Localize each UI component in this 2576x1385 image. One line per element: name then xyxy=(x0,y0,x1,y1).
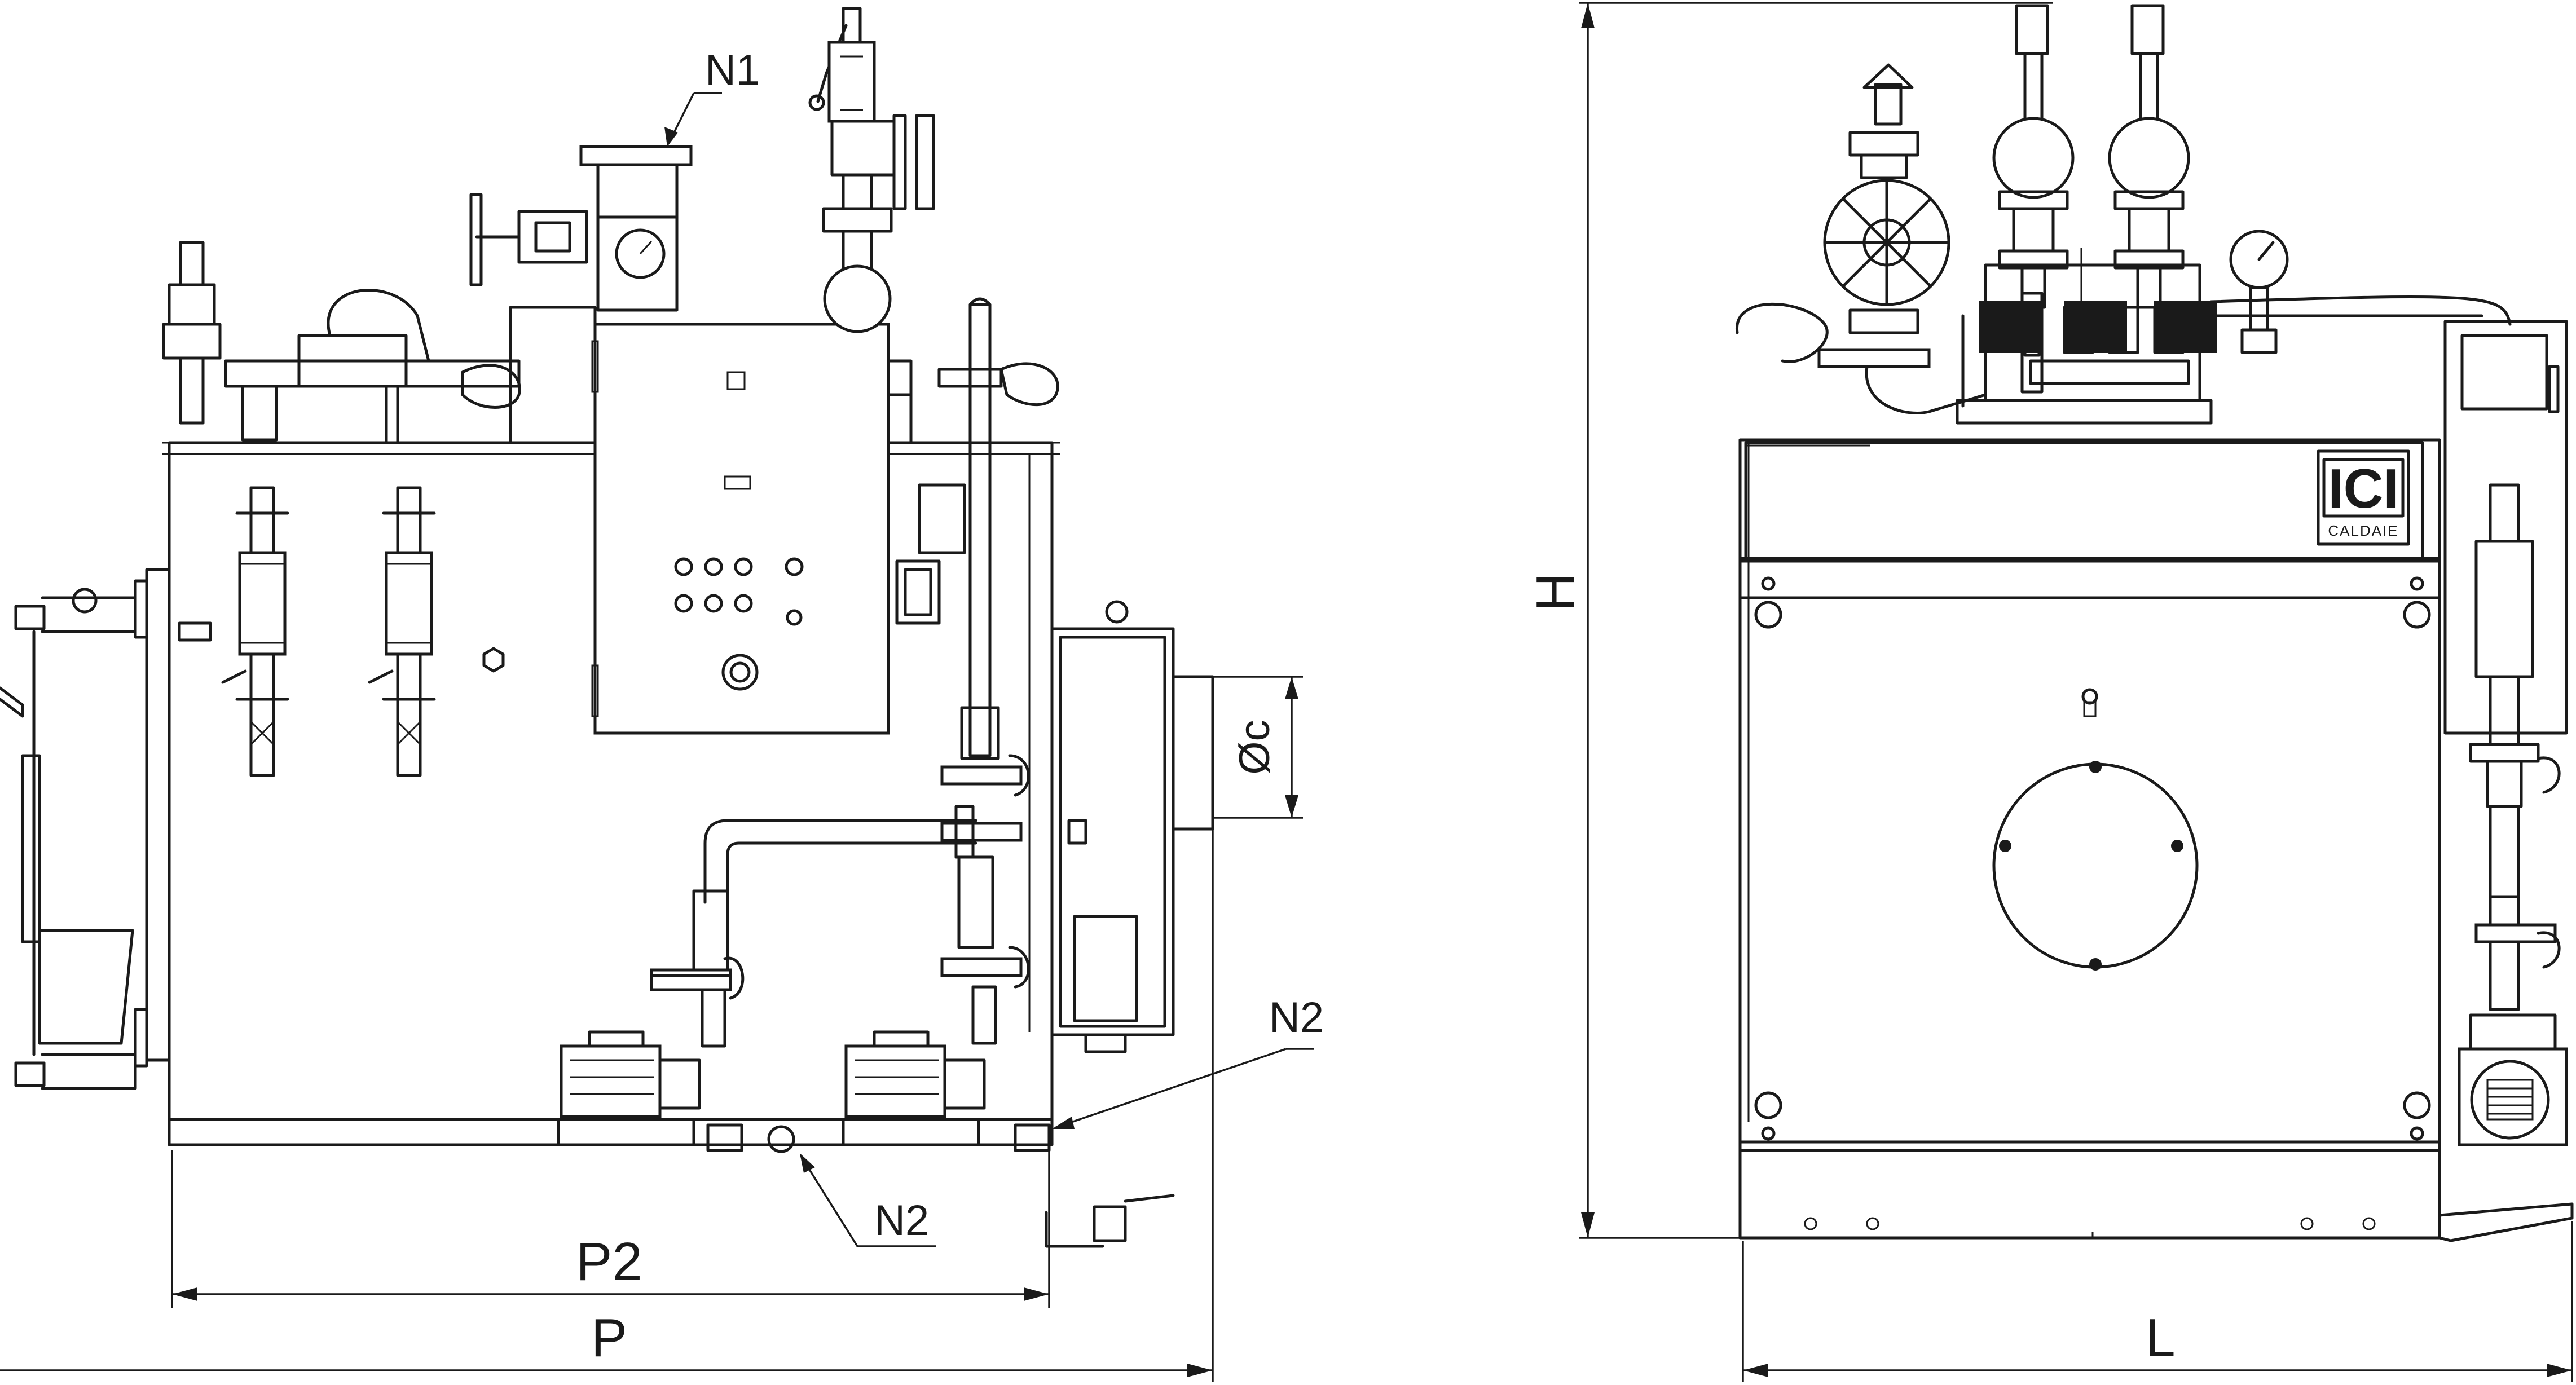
safety-valve-left xyxy=(1992,4,2075,309)
l-label: L xyxy=(2145,1308,2175,1368)
pump-left xyxy=(557,1030,701,1146)
main-steam-valve xyxy=(1736,63,1987,414)
filter-right xyxy=(368,486,436,777)
pump-right xyxy=(842,1030,986,1146)
ici-caldaie-logo: ICI CALDAIE xyxy=(2317,449,2410,546)
safety-valve xyxy=(808,7,935,333)
burner-assembly xyxy=(0,568,171,1090)
pressure-gauge xyxy=(2229,230,2289,354)
chimney-box xyxy=(1050,600,1214,1053)
n1-label: N1 xyxy=(705,46,760,94)
front-pump xyxy=(2458,1013,2568,1146)
n2-right-label: N2 xyxy=(1269,994,1324,1042)
h-label: H xyxy=(1525,572,1586,611)
crossover-pipe xyxy=(703,805,977,904)
level-column xyxy=(2443,320,2568,1011)
manhole-door xyxy=(1992,761,2199,971)
n2-bottom-label: N2 xyxy=(874,1197,929,1245)
control-cabinet xyxy=(591,323,890,735)
front-view: ICI CALDAIE xyxy=(1525,2,2574,1382)
pump-valve-group-left xyxy=(650,889,745,1048)
diameter-c-label: Øc xyxy=(1231,720,1279,774)
logo-text: ICI xyxy=(2328,457,2398,519)
logo-subtitle: CALDAIE xyxy=(2328,522,2398,539)
steam-outlet-n1 xyxy=(469,145,693,312)
filter-left xyxy=(221,486,289,777)
pump-valve-group-right xyxy=(940,855,1030,1045)
p2-label: P2 xyxy=(576,1232,642,1292)
safety-valve-right xyxy=(2108,4,2190,309)
base-plate xyxy=(168,1118,1054,1146)
riser-pipe xyxy=(937,297,1059,842)
side-view: Øc N1 N2 N2 P2 P xyxy=(0,7,1324,1382)
level-gauge-assembly xyxy=(162,241,521,444)
p-label: P xyxy=(591,1308,627,1368)
